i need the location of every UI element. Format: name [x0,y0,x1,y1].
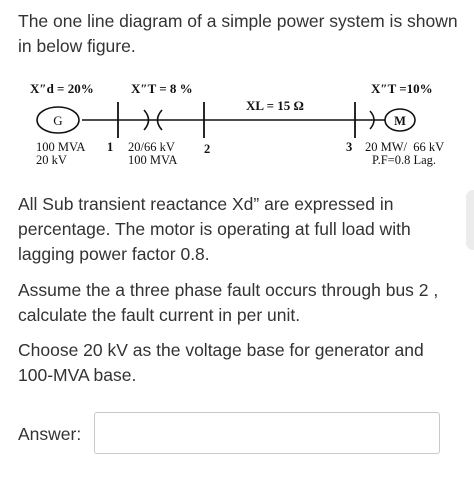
bus-1-label: 1 [107,140,113,154]
line-reactance: XL = 15 Ω [246,98,304,113]
question-paragraph-3: Choose 20 kV as the voltage base for gen… [18,340,424,385]
transformer-2-icon [369,110,375,130]
bus-2-label: 2 [204,142,210,156]
answer-input[interactable] [94,412,440,454]
answer-label: Answer: [18,424,82,444]
motor-symbol: M [394,114,406,128]
generator-rating-mva: 100 MVA [36,140,85,154]
transformer-1-primary-icon [143,109,150,131]
transformer-1-secondary-icon [156,109,163,131]
question-intro: The one line diagram of a simple power s… [18,11,458,56]
one-line-diagram: G X″d = 20% 100 MVA 20 kV 1 X″T = 8 % 20… [30,81,444,167]
question-paragraph-2: Assume the a three phase fault occurs th… [18,280,439,325]
generator-reactance: X″d = 20% [30,81,94,96]
transformer-2-reactance: X″T =10% [371,81,433,96]
motor-icon [384,108,416,132]
transformer-1-rating-kv: 20/66 kV [128,140,175,154]
scroll-edge-handle [466,190,474,250]
generator-icon [36,106,80,134]
transformer-1-rating-mva: 100 MVA [128,153,177,167]
question-paragraph-1: All Sub transient reactance Xd” are expr… [18,194,411,264]
motor-rating-power: 20 MW/ 66 kV [365,140,444,154]
generator-symbol: G [53,113,62,128]
generator-rating-kv: 20 kV [36,153,67,167]
transformer-1-reactance: X″T = 8 % [131,81,193,96]
bus-3-label: 3 [346,140,352,154]
motor-rating-pf: P.F=0.8 Lag. [372,153,436,167]
